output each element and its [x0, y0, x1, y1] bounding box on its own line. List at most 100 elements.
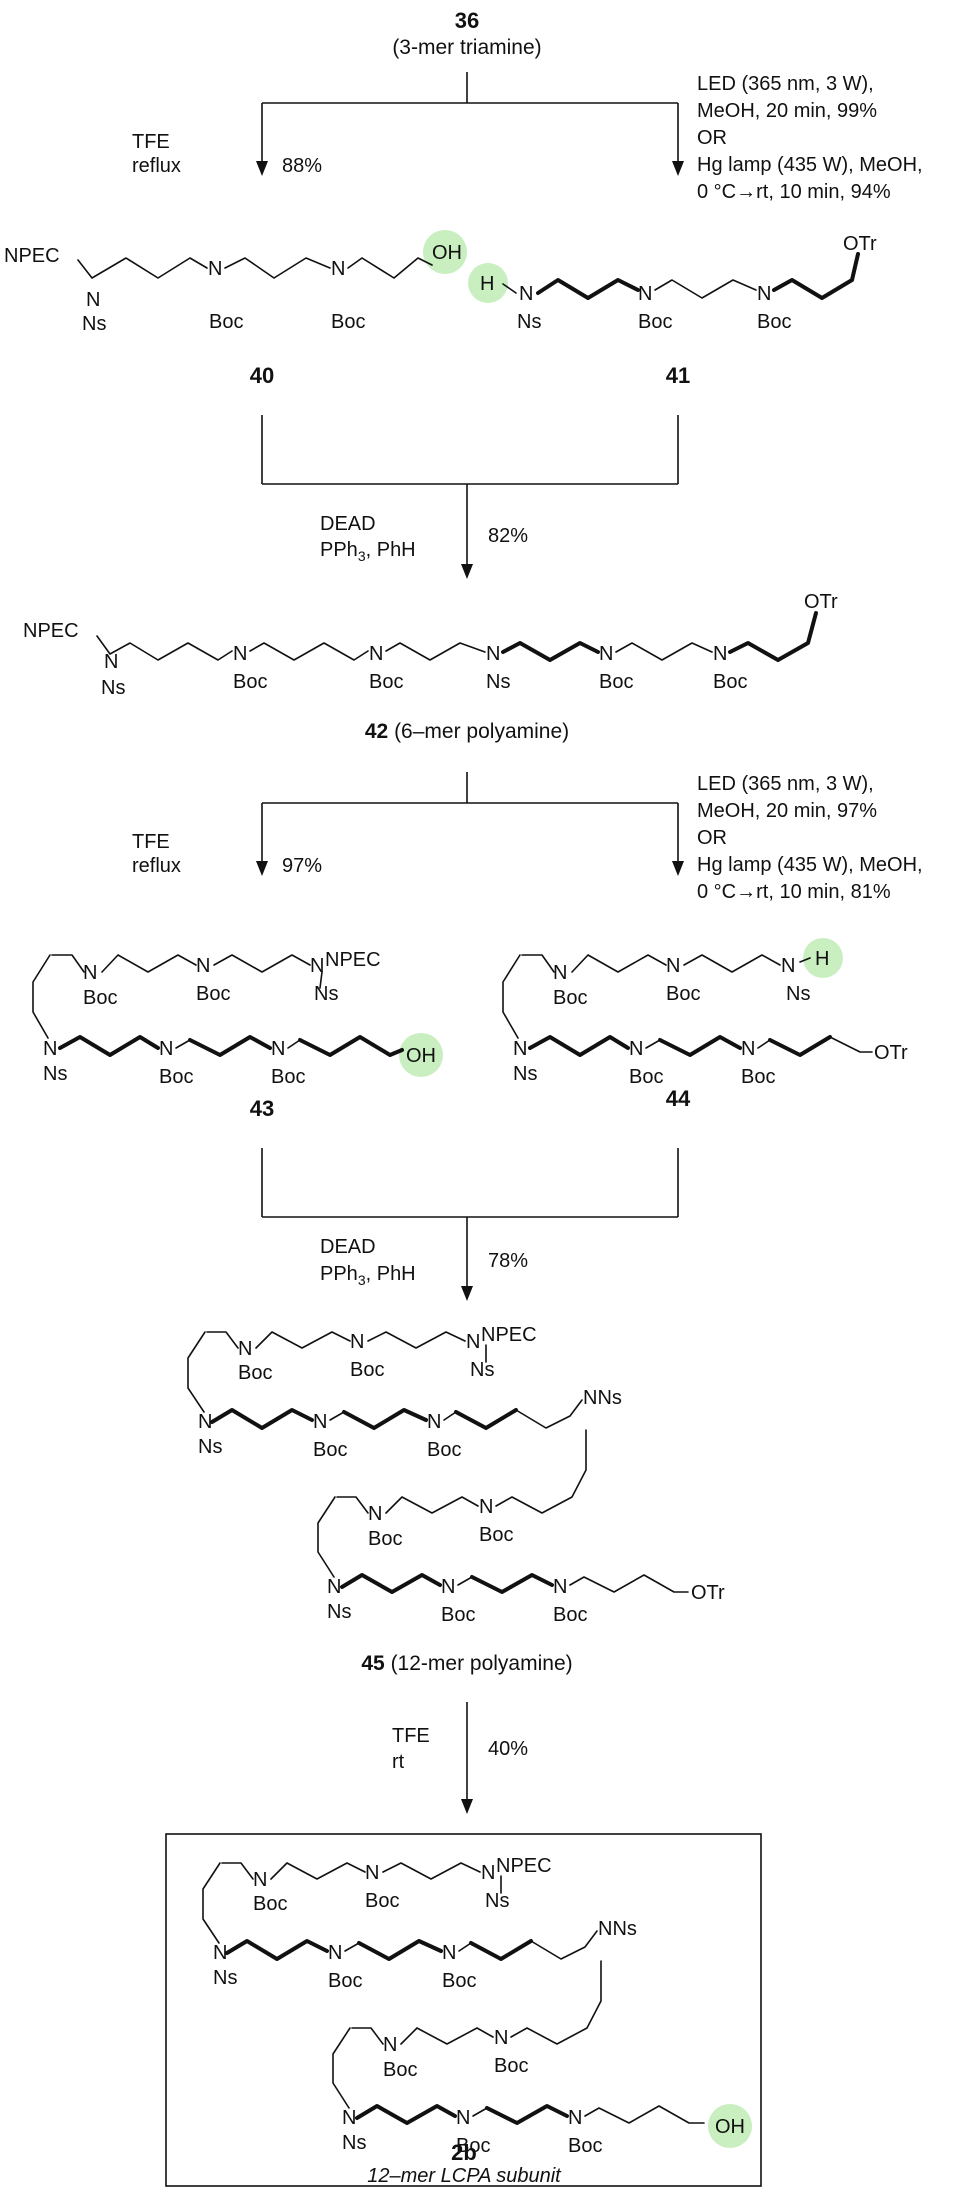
ns-group: Ns — [43, 1063, 67, 1085]
n-atom: N — [208, 258, 222, 280]
step4-merge-arrow — [261, 1148, 679, 1301]
n-atom: N — [350, 1331, 364, 1353]
boc-group: Boc — [568, 2135, 602, 2157]
step2-merge-arrow — [261, 415, 679, 579]
nns-group: NNs — [598, 1918, 637, 1940]
compound-45-label: 45 (12-mer polyamine) — [361, 1652, 572, 1675]
step1-left-reagent: TFE — [132, 131, 170, 153]
boc-group: Boc — [427, 1439, 461, 1461]
ns-group: Ns — [470, 1359, 494, 1381]
n-atom: N — [441, 1576, 455, 1598]
boc-group: Boc — [328, 1970, 362, 1992]
n-atom: N — [233, 643, 247, 665]
npec-group: NPEC — [481, 1324, 537, 1346]
ns-group: Ns — [198, 1436, 222, 1458]
compound-2b-structure: N Boc N Boc N NPEC Ns N Ns N Boc N Boc N… — [202, 1855, 752, 2157]
boc-group: Boc — [441, 1604, 475, 1626]
n-atom: N — [741, 1038, 755, 1060]
ns-group: Ns — [101, 677, 125, 699]
n-atom: N — [83, 962, 97, 984]
compound-43-structure: N Boc N Boc N NPEC Ns N Ns N Boc N Boc O… — [32, 949, 443, 1088]
n-atom: N — [196, 955, 210, 977]
boc-group: Boc — [350, 1359, 384, 1381]
step5-reagent: TFE — [392, 1725, 430, 1747]
boc-group: Boc — [313, 1439, 347, 1461]
n-atom: N — [342, 2107, 356, 2129]
n-atom: N — [599, 643, 613, 665]
compound-41-number: 41 — [666, 363, 690, 388]
boc-group: Boc — [757, 311, 791, 333]
n-atom: N — [757, 283, 771, 305]
n-atom: N — [519, 283, 533, 305]
boc-group: Boc — [233, 671, 267, 693]
n-atom: N — [310, 955, 324, 977]
boc-group: Boc — [159, 1066, 193, 1088]
oh-group: OH — [406, 1045, 436, 1067]
step3-left-yield: 97% — [282, 855, 322, 877]
step4-conditions: PPh3, PhH — [320, 1263, 416, 1288]
step3-left-reagent: TFE — [132, 831, 170, 853]
step1-left-conditions: reflux — [132, 155, 181, 177]
step1-right-line4: Hg lamp (435 W), MeOH, — [697, 154, 923, 176]
h-atom: H — [815, 948, 829, 970]
ns-group: Ns — [314, 983, 338, 1005]
compound-36-number: 36 — [455, 8, 479, 33]
n-atom: N — [486, 643, 500, 665]
npec-group: NPEC — [325, 949, 381, 971]
npec-group: NPEC — [4, 245, 60, 267]
boc-group: Boc — [741, 1066, 775, 1088]
compound-2b-number: 2b — [451, 2140, 477, 2165]
n-atom: N — [368, 1503, 382, 1525]
compound-2b-subtitle: 12–mer LCPA subunit — [367, 2165, 562, 2187]
boc-group: Boc — [196, 983, 230, 1005]
n-atom: N — [638, 283, 652, 305]
n-atom: N — [86, 289, 100, 311]
n-atom: N — [442, 1942, 456, 1964]
n-atom: N — [313, 1411, 327, 1433]
oh-highlight — [399, 1033, 443, 1077]
n-atom: N — [253, 1869, 267, 1891]
step3-fork-arrow — [256, 772, 684, 876]
n-atom: N — [104, 651, 118, 673]
otr-group: OTr — [874, 1042, 908, 1064]
boc-group: Boc — [638, 311, 672, 333]
n-atom: N — [713, 643, 727, 665]
step1-right-line3: OR — [697, 127, 727, 149]
step5-arrow — [461, 1702, 473, 1814]
compound-44-number: 44 — [666, 1086, 691, 1111]
h-atom: H — [480, 273, 494, 295]
step3-right-line3: OR — [697, 827, 727, 849]
n-atom: N — [43, 1038, 57, 1060]
step1-right-line2: MeOH, 20 min, 99% — [697, 100, 877, 122]
oh-group: OH — [715, 2116, 745, 2138]
ns-group: Ns — [786, 983, 810, 1005]
oh-group: OH — [432, 242, 462, 264]
ns-group: Ns — [342, 2132, 366, 2154]
n-atom: N — [198, 1411, 212, 1433]
n-atom: N — [365, 1862, 379, 1884]
step2-reagent: DEAD — [320, 513, 376, 535]
n-atom: N — [629, 1038, 643, 1060]
n-atom: N — [553, 962, 567, 984]
n-atom: N — [494, 2027, 508, 2049]
step2-yield: 82% — [488, 525, 528, 547]
n-atom: N — [327, 1576, 341, 1598]
step2-conditions: PPh3, PhH — [320, 539, 416, 564]
n-atom: N — [481, 1862, 495, 1884]
n-atom: N — [383, 2034, 397, 2056]
boc-group: Boc — [494, 2055, 528, 2077]
boc-group: Boc — [629, 1066, 663, 1088]
boc-group: Boc — [331, 311, 365, 333]
n-atom: N — [331, 258, 345, 280]
h-highlight — [468, 263, 508, 303]
compound-42-label: 42 (6–mer polyamine) — [365, 720, 569, 743]
n-atom: N — [328, 1942, 342, 1964]
ns-group: Ns — [513, 1063, 537, 1085]
otr-group: OTr — [843, 233, 877, 255]
step4-yield: 78% — [488, 1250, 528, 1272]
n-atom: N — [238, 1338, 252, 1360]
step1-right-line5: 0 °C→rt, 10 min, 94% — [697, 181, 891, 203]
compound-40-structure: NPEC N Ns N Boc N Boc OH — [4, 230, 467, 335]
boc-group: Boc — [83, 987, 117, 1009]
compound-43-number: 43 — [250, 1096, 274, 1121]
